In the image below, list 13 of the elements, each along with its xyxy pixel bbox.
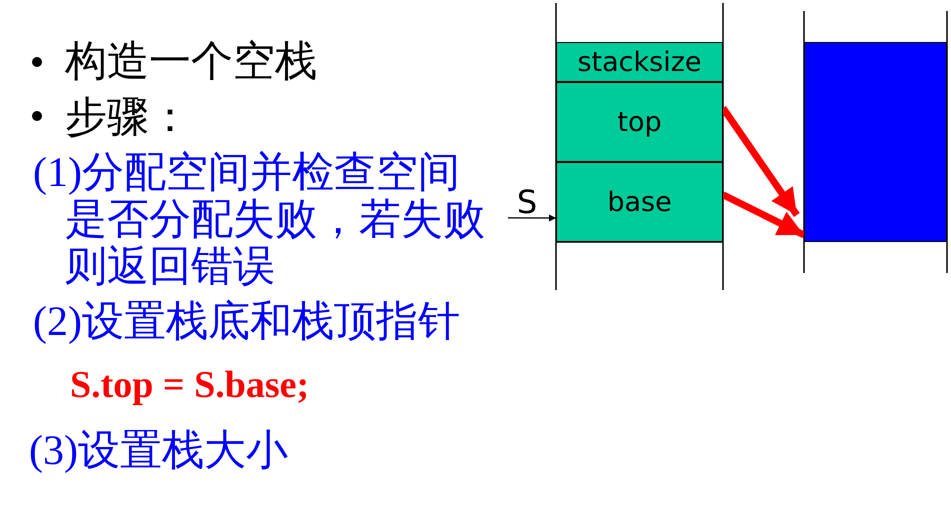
bullet-text: 步骤： [65,95,191,141]
arrow [721,192,806,238]
stacksize-cell: stacksize [556,42,723,82]
step-text: (3)设置栈大小 [29,428,288,474]
base-cell: base [556,162,723,242]
step-text: (2)设置栈底和栈顶指针 [33,299,460,345]
bullet-text: 构造一个空栈 [65,39,317,85]
top-cell: top [556,82,723,162]
pointer-label: S [513,184,541,220]
arrow [508,214,556,222]
memory-block [804,42,947,242]
step-text: (1)分配空间并检查空间是否分配失败，若失败则返回错误 [33,150,486,291]
code-text: S.top = S.base; [70,363,310,408]
